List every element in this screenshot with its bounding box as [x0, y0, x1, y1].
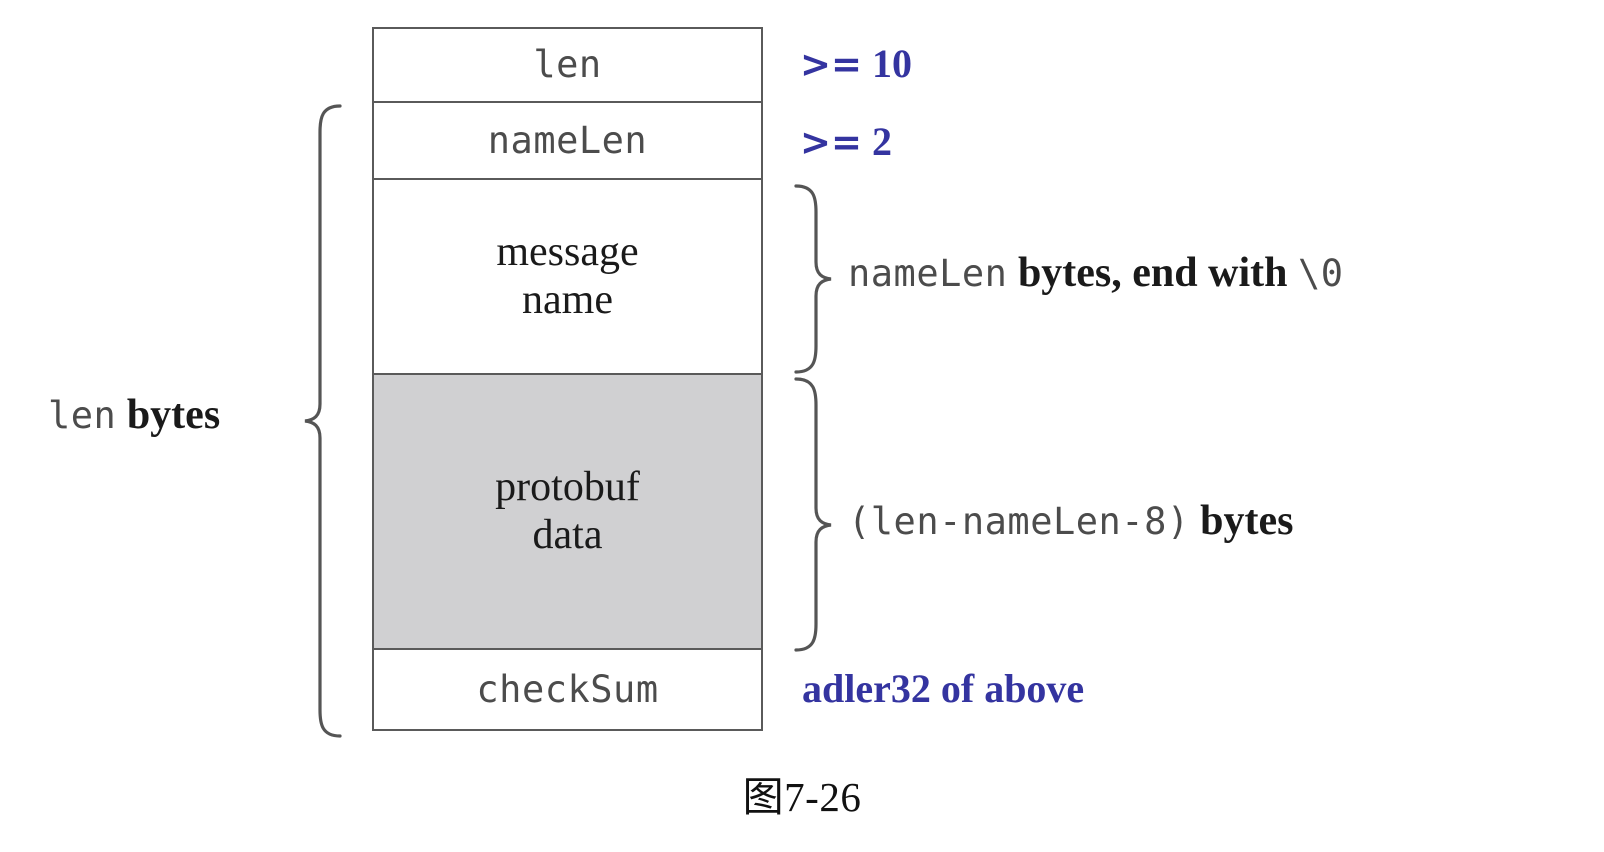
annotation-namelen-constraint: >= 2: [800, 122, 892, 162]
packet-field-checksum: checkSum: [476, 667, 659, 711]
name-size-mono: nameLen: [848, 252, 1008, 295]
protobuf-data-line1: protobuf: [495, 464, 640, 511]
left-brace-len-bytes: [304, 104, 342, 738]
len-bytes-mono: len: [48, 394, 117, 437]
packet-field-protobuf-data: protobuf data: [374, 375, 761, 650]
packet-field-message-name: message name: [374, 180, 761, 375]
protobuf-data-line2: data: [532, 511, 603, 558]
namelen-constraint-operator: >=: [800, 121, 863, 164]
message-name-line1: message: [496, 229, 639, 276]
len-bytes-serif: bytes: [116, 392, 221, 438]
name-size-mono-tail: \0: [1297, 252, 1344, 295]
right-brace-protobuf-data: [794, 377, 832, 652]
len-constraint-operator: >=: [800, 43, 863, 86]
packet-layout-box: len nameLen message name protobuf data c…: [372, 27, 763, 731]
right-brace-message-name: [794, 184, 832, 374]
annotation-name-size: nameLen bytes, end with \0: [848, 252, 1344, 294]
packet-field-len: len: [374, 29, 761, 103]
name-size-serif: bytes, end with: [1007, 250, 1298, 296]
annotation-checksum-note: adler32 of above: [802, 666, 1085, 711]
annotation-len-bytes: len bytes: [48, 394, 220, 436]
data-size-serif: bytes: [1189, 498, 1294, 544]
annotation-len-constraint: >= 10: [800, 44, 912, 84]
data-size-mono: (len-nameLen-8): [848, 500, 1190, 543]
namelen-constraint-value: 2: [862, 119, 893, 164]
annotation-data-size: (len-nameLen-8) bytes: [848, 500, 1293, 542]
figure-caption: 图7-26: [742, 774, 862, 820]
packet-field-namelen: nameLen: [374, 103, 761, 180]
message-name-line2: name: [522, 276, 613, 323]
len-constraint-value: 10: [862, 41, 913, 86]
